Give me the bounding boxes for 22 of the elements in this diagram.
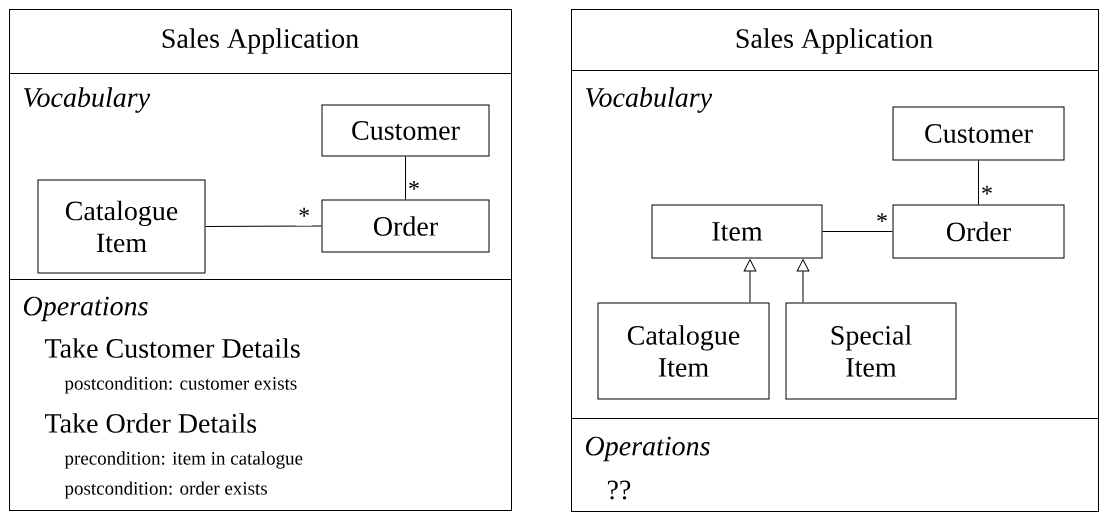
association-line <box>796 259 810 303</box>
class-box: Customer <box>892 106 1065 161</box>
multiplicity: * <box>296 205 313 226</box>
multiplicity: * <box>979 183 995 204</box>
class-box: Item <box>651 204 823 259</box>
multiplicity: * <box>874 211 890 231</box>
association-line <box>978 160 979 205</box>
compartment: Sales Application <box>9 9 512 74</box>
association-line <box>405 156 406 200</box>
association-line <box>743 259 757 303</box>
class-box: Catalogue Item <box>597 302 770 400</box>
association-line <box>822 231 893 232</box>
multiplicity: * <box>406 178 422 199</box>
compartment: Operations Take Customer Details postcondition: customer exists Take Order Details precondition: item in catalogue postcondition: order exists <box>9 279 512 511</box>
class-box: Special Item <box>785 302 957 400</box>
class-box: Order <box>321 199 490 253</box>
compartment: Sales Application <box>571 9 1099 71</box>
class-box: Customer <box>321 104 490 157</box>
class-box: Catalogue Item <box>37 179 206 274</box>
compartment: Operations ?? <box>571 418 1099 512</box>
association-line <box>205 225 322 227</box>
class-box: Order <box>892 204 1065 259</box>
